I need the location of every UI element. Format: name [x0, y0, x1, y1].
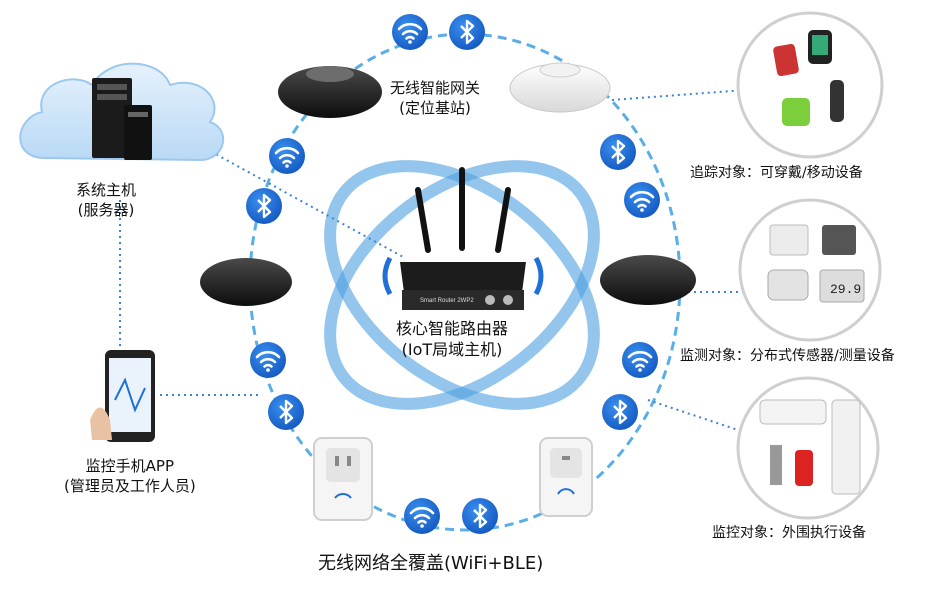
- phone-label-line1: 监控手机APP: [85, 457, 175, 475]
- badge-wifi-icon: [248, 340, 288, 380]
- core-router: [382, 167, 544, 310]
- badge-wifi-icon: [402, 496, 442, 536]
- control-objects-circle: [736, 376, 880, 520]
- badge-wifi-icon: [622, 180, 662, 220]
- monitor-phone: [90, 350, 155, 442]
- gateway-label-line2: (定位基站): [399, 99, 471, 117]
- smart-plug-right: [539, 437, 593, 517]
- smart-plug-left: [313, 437, 373, 521]
- gateway-dome-top-right: [509, 62, 611, 113]
- server-label-line2: (服务器): [77, 201, 135, 219]
- badge-wifi-icon: [390, 12, 430, 52]
- link-lines: [119, 89, 746, 431]
- phone-label: 监控手机APP (管理员及工作人员): [64, 456, 196, 496]
- badge-wifi-icon: [620, 340, 660, 380]
- router-label-line1: 核心智能路由器: [396, 319, 509, 338]
- orbit-ellipses: [324, 160, 600, 410]
- server-icon: [92, 78, 152, 160]
- badge-wifi-icon: [267, 136, 307, 176]
- badge-bluetooth-icon: [598, 132, 638, 172]
- gateway-dome-left: [200, 258, 292, 306]
- gateway-label-line1: 无线智能网关: [390, 79, 481, 97]
- phone-label-line2: (管理员及工作人员): [64, 477, 196, 495]
- badge-bluetooth-icon: [266, 392, 306, 432]
- tracking-objects-circle: [736, 11, 884, 159]
- server-label-line1: 系统主机: [76, 181, 137, 199]
- badge-bluetooth-icon: [447, 12, 487, 52]
- gateway-dome-right: [600, 255, 696, 305]
- router-label-line2: (IoT局域主机): [401, 340, 503, 359]
- gateway-dome-top-left: [278, 66, 382, 118]
- badge-bluetooth-icon: [244, 186, 284, 226]
- monitoring-objects-circle: [738, 198, 882, 342]
- tracking-caption: 追踪对象：可穿戴/移动设备: [690, 165, 863, 181]
- router-label: 核心智能路由器 (IoT局域主机): [396, 318, 508, 360]
- gateway-label: 无线智能网关 (定位基站): [390, 78, 480, 118]
- sensor-readout: 29.9: [830, 282, 861, 297]
- monitoring-caption: 监测对象：分布式传感器/测量设备: [680, 348, 895, 364]
- control-caption: 监控对象：外围执行设备: [712, 525, 866, 541]
- badge-bluetooth-icon: [600, 392, 640, 432]
- server-label: 系统主机 (服务器): [76, 180, 136, 220]
- router-model-text: Smart Router 2WP2: [420, 298, 474, 304]
- badge-bluetooth-icon: [460, 496, 500, 536]
- coverage-footer: 无线网络全覆盖(WiFi+BLE): [318, 553, 544, 574]
